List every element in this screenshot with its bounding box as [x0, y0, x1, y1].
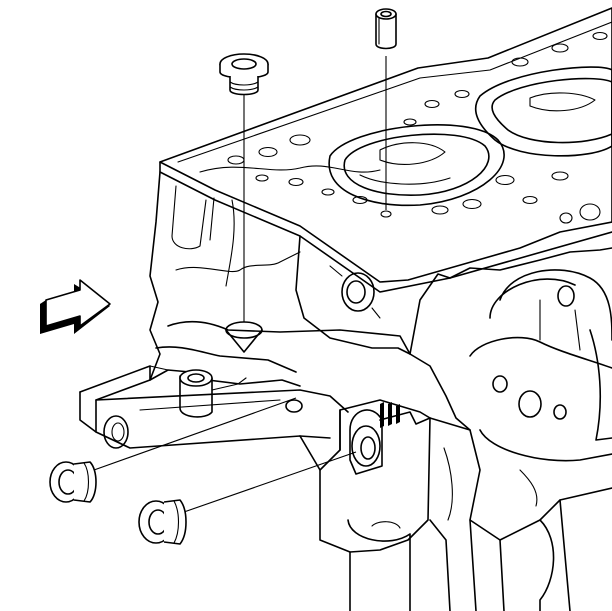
oil-pan-flange-top — [79, 365, 331, 449]
main-bearing-support — [319, 399, 431, 611]
oil-pan-flange-edge — [79, 391, 97, 433]
hollow-dowel-icon — [375, 8, 397, 50]
block-lower-rib-b — [539, 499, 571, 611]
crankshaft-boss — [469, 269, 612, 462]
flange-step — [139, 365, 281, 411]
block-water-jacket — [175, 251, 301, 273]
block-left-rib — [209, 197, 235, 287]
oil-filter-boss — [329, 265, 381, 319]
block-bottom-edge — [299, 435, 451, 611]
flange-bolt-hole-center — [285, 399, 303, 413]
deck-holes — [227, 31, 608, 224]
oil-gallery-passage — [167, 320, 411, 355]
engine-block — [79, 7, 612, 611]
deck-water-channel — [199, 165, 381, 173]
view-direction-arrow-icon — [40, 279, 111, 334]
block-lower-rib-a — [469, 519, 505, 611]
block-lower-left-outline — [149, 369, 301, 387]
block-lower-right-outline — [409, 353, 471, 431]
flange-bolt-hole-left-inner — [111, 422, 125, 442]
cylinder-bore-1 — [328, 124, 505, 207]
block-rear-face — [449, 247, 612, 279]
side-plug-upper-icon — [49, 461, 97, 503]
deck-inner-outline — [177, 21, 612, 163]
threaded-plug-icon — [219, 53, 269, 96]
oil-pan-flange-front — [95, 389, 349, 413]
leader-lines — [93, 56, 387, 513]
block-left-wall — [149, 171, 161, 381]
block-deck-surface — [159, 7, 612, 283]
flange-bolt-hole-left — [103, 415, 129, 449]
oil-gallery-passage-lower — [155, 346, 297, 373]
block-front-face — [295, 235, 451, 355]
leader-side-plug-lower — [183, 451, 357, 513]
leader-side-plug-upper — [93, 397, 297, 471]
oil-gallery-port-cone — [225, 329, 263, 353]
cylinder-bore-2 — [474, 66, 612, 157]
block-left-recess — [171, 185, 207, 250]
block-lower-detail — [443, 447, 538, 521]
side-plug-lower-icon — [138, 499, 187, 545]
block-lower-skirt — [429, 417, 612, 541]
side-mounting-pad — [179, 369, 247, 418]
